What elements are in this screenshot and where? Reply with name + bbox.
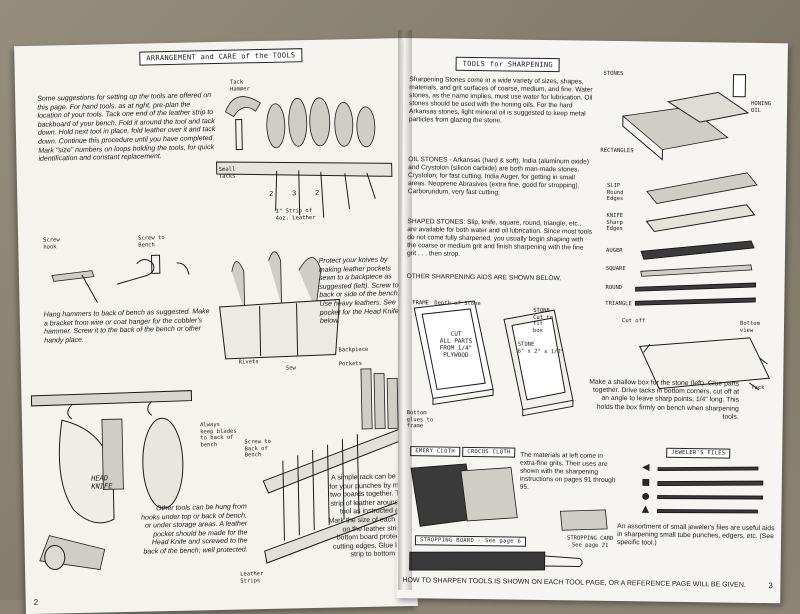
other-aids-heading: OTHER SHARPENING AIDS ARE SHOWN BELOW.: [406, 273, 562, 283]
label-screw-hook: Screw hook: [43, 237, 60, 251]
stropping-board-illustration: [409, 551, 583, 571]
label-head-knife: HEAD KNIFE: [91, 474, 113, 491]
label-round: ROUND: [605, 284, 623, 292]
label-square: SQUARE: [605, 265, 626, 273]
box-paragraph: Make a shallow box for the stone (left).…: [589, 378, 740, 421]
cloth-paragraph: The materials at left come in extra-fine…: [519, 451, 616, 491]
label-screw-to-bench: Screw to Bench: [138, 235, 165, 249]
label-crocus-cloth: CROCUS CLOTH: [462, 446, 516, 458]
label-stones: STONES: [603, 70, 624, 78]
stones-paragraph: Sharpening Stones come in a wide variety…: [408, 76, 593, 125]
label-knife: KNIFE Sharp Edges: [606, 212, 624, 233]
knives-paragraph: Protect your knives by making leather po…: [318, 256, 400, 326]
files-paragraph: An assortment of small jeweler's files a…: [616, 523, 775, 547]
label-frame: FRAME: [412, 300, 429, 307]
label-small-tacks: Small Tacks: [218, 166, 236, 180]
label-rivets: Rivets: [238, 359, 259, 366]
shaped-stones-paragraph: SHAPED STONES: Slip, knife, square, roun…: [406, 218, 593, 258]
hand-tools-strip-illustration: 2 3 2: [216, 96, 393, 218]
label-leather-strips: Leather Strips: [240, 571, 264, 585]
label-stone-cut-to-fit: STONE Cut to fit box: [532, 307, 554, 334]
label-tack-hammer: Tack Hammer: [229, 79, 250, 93]
booklet-spine: [398, 30, 412, 590]
stone-box-diagram: [413, 300, 574, 417]
svg-text:2: 2: [315, 190, 319, 197]
label-bottom-view: Bottom view: [739, 320, 760, 334]
jewelers-files-illustration: [641, 463, 764, 514]
svg-text:3: 3: [292, 190, 296, 197]
label-stropping-board: STROPPING BOARD - See page 6: [414, 535, 527, 547]
left-page-number: 2: [33, 597, 39, 607]
left-page-heading: ARRANGEMENT and CARE of the TOOLS: [139, 48, 303, 66]
right-page-footer: HOW TO SHARPEN TOOLS IS SHOWN ON EACH TO…: [402, 577, 746, 589]
label-leather-strip: 1" Strip of 4oz. Leather: [275, 208, 316, 222]
label-slip: SLIP Round Edges: [606, 182, 624, 203]
emery-crocus-cloth-illustration: [410, 463, 518, 527]
label-pockets: Pockets: [338, 360, 363, 368]
left-page: ARRANGEMENT and CARE of the TOOLS Some s…: [14, 38, 418, 614]
box-bottom-view: [638, 337, 771, 391]
label-rectangles: RECTANGLES: [600, 147, 634, 155]
label-tack: Tack: [751, 384, 765, 392]
intro-paragraph: Some suggestions for setting up the tool…: [37, 92, 216, 163]
label-always-keep-blades: Always keep blades to back of bench: [200, 421, 237, 448]
label-honing-oil: HONING OIL: [750, 100, 772, 114]
head-knife-hooks-illustration: [30, 390, 193, 570]
hammers-paragraph: Hang hammers to back of bench as suggest…: [43, 308, 210, 345]
label-emery-cloth: EMERY CLOTH: [410, 446, 461, 457]
right-page-number: 3: [768, 581, 773, 591]
right-page: TOOLS for SHARPENING Sharpening Stones c…: [396, 38, 788, 604]
label-jewelers-files: JEWELER'S FILES: [666, 447, 731, 459]
hammer-hooks-illustration: [51, 254, 190, 303]
knife-pocket-illustration: [219, 251, 340, 360]
svg-text:2: 2: [269, 191, 273, 198]
right-page-heading: TOOLS for SHARPENING: [455, 56, 561, 73]
sharpening-stones-illustration: [621, 74, 758, 306]
label-backpiece: Backpiece: [338, 346, 369, 354]
label-screw-to-back-of-bench: Screw to Back of Bench: [244, 438, 271, 459]
stropping-card-illustration: [559, 509, 608, 531]
label-stropping-card: STROPPING CARD See page 21: [566, 535, 614, 549]
label-cut-off: Cut off: [622, 318, 646, 325]
label-stone-size: STONE 6" x 2" x 1/2": [517, 341, 565, 355]
oil-stones-paragraph: OIL STONES - Arkansas (hard & soft), Ind…: [407, 156, 590, 197]
label-cut-all-parts: CUT ALL PARTS FROM 1/4" PLYWOOD: [439, 330, 473, 359]
label-auger: AUGER: [606, 247, 623, 255]
other-tools-paragraph: Other tools can be hung from hooks under…: [141, 503, 248, 556]
open-booklet: ARRANGEMENT and CARE of the TOOLS Some s…: [0, 30, 800, 614]
label-triangle: TRIANGLE: [605, 300, 632, 308]
label-depth-of-stone: Depth of Stone: [434, 300, 481, 308]
